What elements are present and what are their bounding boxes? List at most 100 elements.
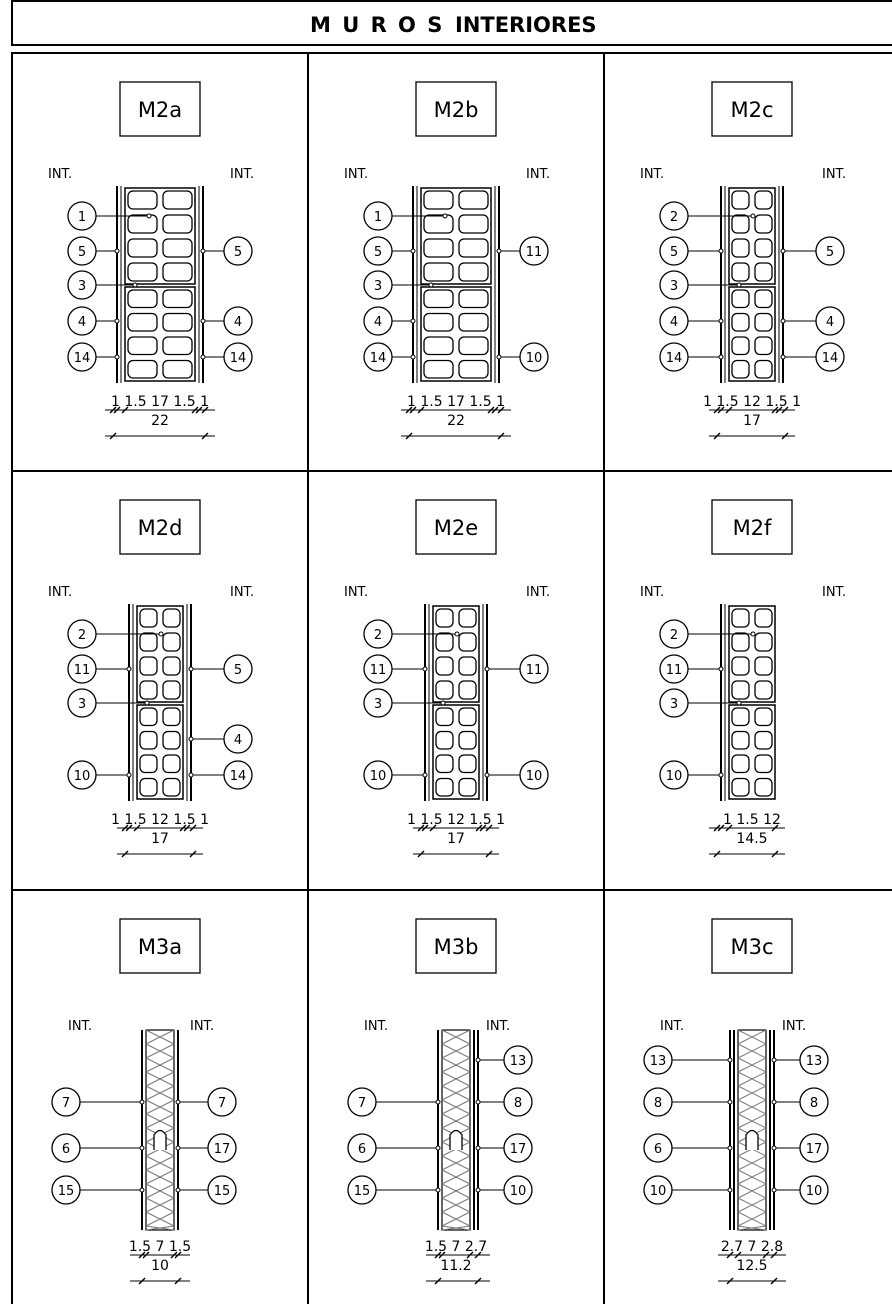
dimension-total: 17 — [743, 413, 761, 429]
callout-right-3-dot — [780, 318, 786, 324]
callout-left-0-dot — [750, 631, 756, 637]
callout-left-0-dot — [454, 631, 460, 637]
callout-left-4-dot — [718, 772, 724, 778]
brick-cell — [731, 632, 750, 652]
callout-right-1-text: 7 — [218, 1096, 226, 1111]
brick-cell — [731, 777, 750, 797]
callout-left-3-dot — [727, 1187, 733, 1193]
callout-left-1-text: 11 — [666, 663, 683, 678]
brick-cell — [139, 754, 158, 774]
panel-label-box — [711, 918, 793, 974]
callout-right-1-text: 8 — [810, 1096, 818, 1111]
callout-right-0-circle — [503, 1045, 533, 1075]
brick-cell — [139, 777, 158, 797]
int-label-left: INT. — [48, 167, 72, 182]
callout-left-3-text: 4 — [374, 315, 382, 330]
callout-right-3-dot — [175, 1187, 181, 1193]
dimension-chain: 1 1.5 12 1.5 117 — [407, 812, 505, 858]
brick-cell — [162, 336, 193, 356]
callout-left-2-text: 3 — [374, 279, 382, 294]
brick-cell — [127, 289, 158, 309]
callout-left-3-circle — [67, 306, 97, 336]
callout-left-4-text: 10 — [370, 769, 387, 784]
brick-cell — [127, 336, 158, 356]
callout-left-3-text: 4 — [670, 315, 678, 330]
callout-left-3-text: 4 — [78, 315, 86, 330]
callout-right-3-circle — [799, 1175, 829, 1205]
callout-left-4-text: 14 — [74, 351, 91, 366]
dimension-total: 17 — [151, 831, 169, 847]
brick-cell — [127, 312, 158, 332]
callout-left-1-circle — [67, 236, 97, 266]
callout-right-4-text: 10 — [526, 769, 543, 784]
dimension-values: 1.5 7 1.5 — [129, 1239, 191, 1255]
callout-left-2-dot — [440, 700, 446, 706]
brick-cell — [731, 730, 750, 750]
brick-wall-section — [424, 604, 488, 801]
callout-left-0-text: 2 — [374, 628, 382, 643]
int-label-left: INT. — [344, 167, 368, 182]
int-label-left: INT. — [68, 1019, 92, 1034]
callout-left-2-dot — [132, 282, 138, 288]
anchor-symbol — [449, 1129, 463, 1150]
callout-left-3-dot — [435, 1187, 441, 1193]
anchor-symbol — [745, 1129, 759, 1150]
callout-left-3-text: 15 — [354, 1184, 371, 1199]
int-label-right: INT. — [486, 1019, 510, 1034]
callout-left-4-circle — [363, 760, 393, 790]
callout-right-1-text: 5 — [234, 245, 242, 260]
brick-cell — [162, 190, 193, 210]
panel-label: M2e — [434, 516, 478, 540]
int-label-right: INT. — [526, 585, 550, 600]
dimension-total: 10 — [151, 1258, 169, 1274]
int-label-left: INT. — [640, 167, 664, 182]
brick-cell — [754, 707, 773, 727]
callout-left-0-dot — [727, 1057, 733, 1063]
brick-cell — [162, 359, 193, 379]
callout-right-1-text: 8 — [514, 1096, 522, 1111]
panel-label: M2c — [730, 98, 773, 122]
callout-left-1-circle — [363, 236, 393, 266]
brick-cell — [458, 608, 477, 628]
brick-cell — [458, 632, 477, 652]
brick-cell — [139, 730, 158, 750]
callout-left-2-circle — [67, 270, 97, 300]
brick-cell — [127, 262, 158, 282]
callout-left-1-text: 11 — [74, 663, 91, 678]
brick-cell — [754, 262, 773, 282]
brick-cell — [423, 214, 454, 234]
brick-cell — [435, 632, 454, 652]
callout-left-4-dot — [718, 354, 724, 360]
callout-right-0-dot — [771, 1057, 777, 1063]
callout-left-0-circle — [659, 201, 689, 231]
callout-left-0-text: 13 — [650, 1054, 667, 1069]
callout-left-0-text: 1 — [374, 210, 382, 225]
callout-left-4-circle — [363, 342, 393, 372]
callout-right-1-text: 5 — [234, 663, 242, 678]
panel-label: M3c — [730, 935, 773, 959]
brick-cell — [731, 336, 750, 356]
callout-left-2-circle — [67, 688, 97, 718]
callout-right-3-text: 15 — [214, 1184, 231, 1199]
dimension-total: 11.2 — [440, 1258, 471, 1274]
brick-cell — [435, 707, 454, 727]
callout-left-3-circle — [643, 1175, 673, 1205]
brick-cell — [458, 312, 489, 332]
callout-right-4-text: 14 — [230, 769, 247, 784]
title-box — [11, 0, 892, 46]
int-label-right: INT. — [230, 585, 254, 600]
callout-right-3-circle — [815, 306, 845, 336]
callout-left-2-text: 3 — [670, 697, 678, 712]
callout-left-0-text: 2 — [78, 628, 86, 643]
dimension-values: 1 1.5 12 1.5 1 — [111, 812, 209, 828]
brick-cell — [731, 262, 750, 282]
brick-cell — [458, 190, 489, 210]
brick-cell — [162, 608, 181, 628]
callout-left-3-circle — [363, 306, 393, 336]
brick-cell — [754, 190, 773, 210]
callout-right-3-dot — [188, 736, 194, 742]
brick-cell — [754, 777, 773, 797]
brick-cell — [162, 754, 181, 774]
